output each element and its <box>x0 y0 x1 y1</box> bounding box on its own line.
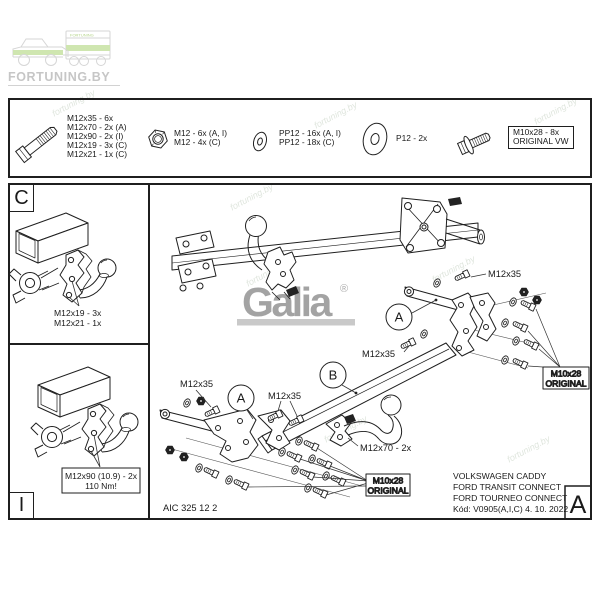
big-washer-spec: P12 - 2x <box>396 133 428 143</box>
nut-spec: M12 - 4x (C) <box>174 136 221 147</box>
m10x28-label: M10x28 <box>373 476 404 486</box>
panel-c: M12x19 - 3x M12x21 - 1x C <box>10 185 150 345</box>
galia-logo: Galia ® <box>237 279 355 326</box>
m12x35-label: M12x35 <box>362 349 395 359</box>
washer-spec-list: PP12 - 16x (A, I) PP12 - 18x (C) <box>279 129 341 147</box>
torque-label: M12x90 (10.9) - 2x <box>65 471 138 481</box>
brand-name: FORTUNING.BY <box>8 70 120 86</box>
bolt-spec: M12x21 - 1x (C) <box>67 148 128 159</box>
exploded-view-upper: M10x28 ORIGINAL <box>399 269 590 390</box>
torque-label: 110 Nm! <box>85 481 117 491</box>
m12x70-label: M12x70 - 2x <box>360 443 412 453</box>
callout-a-circle <box>227 384 255 412</box>
code-date: Kód: V0905(A,I,C) 4. 10. 2022 <box>453 504 568 514</box>
hex-bolt-icon <box>14 126 58 164</box>
m12x35-label: M12x35 <box>268 391 301 401</box>
main-assembly-drawing: Galia ® <box>159 197 590 519</box>
flange-bolt-spec: ORIGINAL VW <box>513 136 569 147</box>
callout-a: A <box>395 310 404 325</box>
vehicle-name: VOLKSWAGEN CADDY <box>453 471 547 481</box>
panel-i-drawing: M12x90 (10.9) - 2x 110 Nm! <box>30 366 141 494</box>
vehicle-name: FORD TOURNEO CONNECT <box>453 493 568 503</box>
m10x28-label: ORIGINAL <box>545 379 586 389</box>
nut-spec-list: M12 - 6x (A, I) M12 - 4x (C) <box>174 129 227 147</box>
panel-c-label: M12x21 - 1x <box>54 318 102 328</box>
galia-logo-text: Galia <box>242 279 333 325</box>
washer-spec: PP12 - 16x (A, I) <box>279 128 341 138</box>
washer-spec: PP12 - 18x (C) <box>279 136 335 147</box>
section-letter-i: I <box>10 492 34 518</box>
m12x35-label: M12x35 <box>488 269 521 279</box>
panel-c-label: M12x19 - 3x <box>54 308 102 318</box>
truck-trailer-icon: FORTUNING <box>12 30 111 66</box>
m10x28-label: ORIGINAL <box>367 486 408 496</box>
bolt-spec: M12x35 - 6x <box>67 113 114 123</box>
spring-washer-icon <box>252 131 268 152</box>
flange-bolt-spec-box: M10x28 - 8x ORIGINAL VW <box>508 126 574 149</box>
nut-spec: M12 - 6x (A, I) <box>174 128 228 138</box>
registered-mark: ® <box>340 283 348 295</box>
fastener-legend: M12x35 - 6x M12x70 - 2x (A) M12x90 - 2x … <box>8 98 592 178</box>
panel-i: M12x90 (10.9) - 2x 110 Nm! I <box>10 345 150 518</box>
flange-bolt-spec: M10x28 - 8x <box>513 127 560 137</box>
vendor-logo: FORTUNING FORTUNING.BY <box>8 26 120 88</box>
bolt-spec: M12x19 - 3x (C) <box>67 139 128 150</box>
callout-a-circle <box>385 303 413 331</box>
exploded-view-lower: M10x28 ORIGINAL <box>159 342 457 499</box>
m12x35-label: M12x35 <box>180 379 213 389</box>
callout-b-circle <box>319 361 347 389</box>
assembled-towbar-view <box>171 197 485 301</box>
titleblock: VOLKSWAGEN CADDY FORD TRANSIT CONNECT FO… <box>453 471 590 519</box>
trailer-text: FORTUNING <box>70 33 94 38</box>
panel-c-drawing: M12x19 - 3x M12x21 - 1x <box>10 212 117 328</box>
bolt-spec: M12x70 - 2x (A) <box>67 121 127 132</box>
hex-nut-icon <box>148 129 168 149</box>
callout-b: B <box>329 368 338 383</box>
flat-washer-icon <box>362 122 388 156</box>
bolt-spec-list: M12x35 - 6x M12x70 - 2x (A) M12x90 - 2x … <box>67 114 127 159</box>
callout-a: A <box>237 391 246 406</box>
bolt-spec: M12x90 - 2x (I) <box>67 130 124 141</box>
flange-bolt-icon <box>456 132 491 156</box>
vehicle-name: FORD TRANSIT CONNECT <box>453 482 562 492</box>
m10x28-label: M10x28 <box>551 369 582 379</box>
section-letter-c: C <box>10 185 34 212</box>
drawing-frame: M12x19 - 3x M12x21 - 1x C M12x90 (10.9) … <box>8 183 592 520</box>
drawing-number: AIC 325 12 2 <box>163 503 217 513</box>
sheet-letter-a: A <box>570 491 587 519</box>
